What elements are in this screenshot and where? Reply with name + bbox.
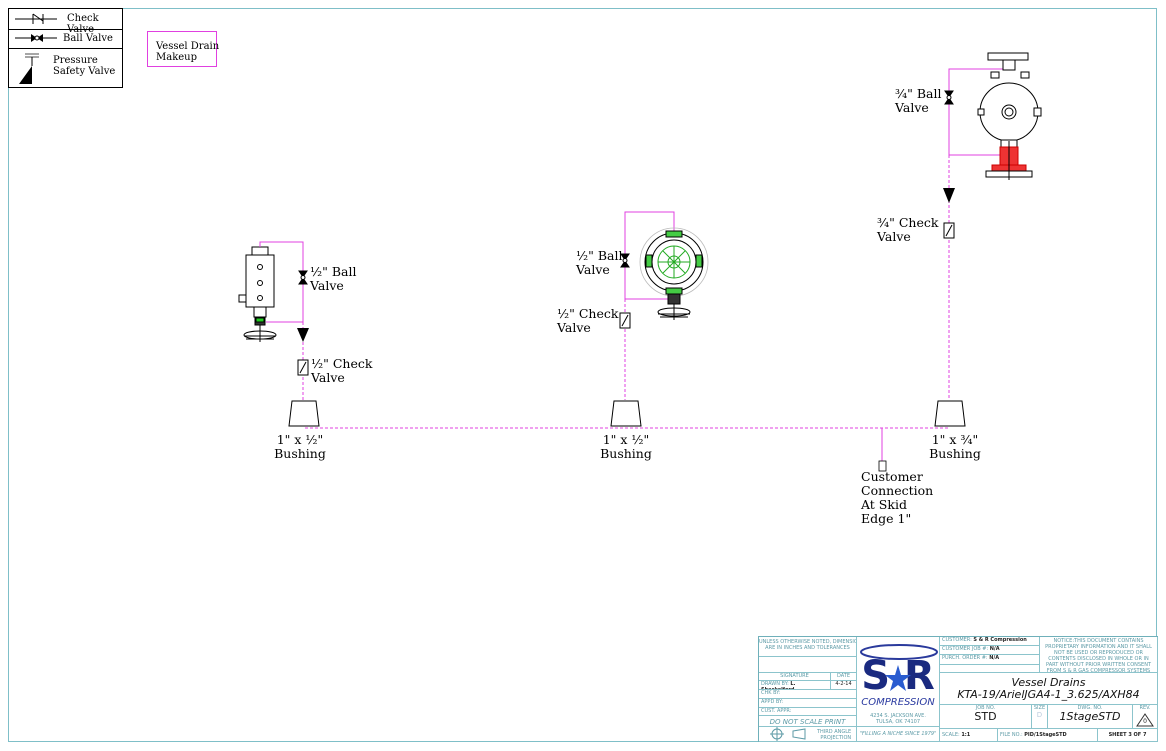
file-no-cell: FILE NO.: PID/1StageSTD bbox=[998, 729, 1098, 742]
vessel-drain-makeup-legend: Vessel Drain Makeup bbox=[147, 31, 219, 67]
tolerance-table bbox=[759, 657, 857, 673]
mid-ball-valve-label: ½" Ball Valve bbox=[576, 248, 623, 277]
left-check-valve bbox=[297, 359, 309, 376]
drawn-by-label: DRAWN BY: bbox=[761, 681, 789, 687]
right-check-valve-label: ¾" Check Valve bbox=[877, 215, 939, 244]
company-logo-cell: S R COMPRESSION 4234 S. JACKSON AVE. TUL… bbox=[857, 637, 940, 727]
rev-cell: REV. 0 bbox=[1133, 705, 1158, 729]
left-drain-top bbox=[259, 241, 304, 323]
customer-label: CUSTOMER: bbox=[942, 637, 972, 643]
do-not-scale: DO NOT SCALE PRINT bbox=[759, 716, 857, 727]
scale-label: SCALE: bbox=[942, 732, 960, 738]
left-ball-valve bbox=[298, 270, 308, 285]
company-slogan: "FILLING A NICHE SINCE 1979" bbox=[857, 727, 940, 742]
title-block: UNLESS OTHERWISE NOTED, DIMENSIONS ARE I… bbox=[758, 636, 1158, 742]
job-no-cell: JOB NO. STD bbox=[940, 705, 1032, 729]
purch-order-value: N/A bbox=[989, 655, 1000, 661]
mid-bushing bbox=[610, 400, 642, 427]
customer-connection-stub bbox=[878, 460, 887, 472]
drawing-frame bbox=[8, 8, 1157, 742]
left-check-valve-label: ½" Check Valve bbox=[311, 356, 373, 385]
right-bushing-label: 1" x ¾" Bushing bbox=[929, 432, 981, 461]
proprietary-notice: NOTICE:THIS DOCUMENT CONTAINS PROPRIETAR… bbox=[1040, 637, 1158, 673]
sheet-number: SHEET 3 OF 7 bbox=[1098, 729, 1158, 742]
job-no-label: JOB NO. bbox=[975, 705, 996, 711]
appd-by: APPD BY: bbox=[759, 699, 857, 708]
right-flow-arrow bbox=[943, 188, 955, 203]
left-flow-arrow bbox=[297, 328, 309, 342]
right-ball-valve bbox=[944, 90, 954, 105]
date-header: DATE bbox=[831, 673, 857, 681]
rev-value: 0 bbox=[1143, 718, 1147, 725]
left-vessel bbox=[238, 246, 277, 342]
left-bushing-label: 1" x ½" Bushing bbox=[274, 432, 326, 461]
snr-logo-icon: S R bbox=[860, 644, 938, 699]
scale-value: 1:1 bbox=[961, 732, 971, 738]
drawn-by-cell: DRAWN BY: L. Shackelford bbox=[759, 681, 831, 690]
drawing-title: Vessel Drains bbox=[1011, 676, 1086, 689]
blank-cell bbox=[940, 665, 1040, 673]
drawn-by-value: L. Shackelford bbox=[761, 681, 796, 690]
customer-job-cell: CUSTOMER JOB #: N/A bbox=[940, 646, 1040, 655]
right-check-valve bbox=[943, 222, 955, 239]
legend-check-label: Check Valve bbox=[67, 13, 99, 35]
mid-vessel bbox=[639, 227, 709, 320]
right-vessel bbox=[977, 52, 1042, 180]
purch-order-label: PURCH. ORDER #: bbox=[942, 655, 988, 661]
drawn-date: 4-2-14 bbox=[831, 681, 857, 690]
mid-check-valve-label: ½" Check Valve bbox=[557, 306, 619, 335]
rev-triangle-icon bbox=[1136, 713, 1154, 727]
legend-psv-label: Pressure Safety Valve bbox=[53, 55, 116, 77]
drawing-subtitle: KTA-19/ArielJGA4-1_3.625/AXH84 bbox=[957, 688, 1140, 701]
left-bushing bbox=[288, 400, 320, 427]
symbol-legend: Check Valve Ball Valve Pressure Safety V… bbox=[8, 8, 123, 88]
projection-label: THIRD ANGLE PROJECTION bbox=[817, 729, 852, 741]
chk-by: CHK BY: bbox=[759, 690, 857, 699]
check-valve-symbol-icon bbox=[15, 13, 57, 24]
right-bushing bbox=[934, 400, 966, 427]
dwg-no-label: DWG. NO. bbox=[1077, 705, 1103, 711]
customer-value: S & R Compression bbox=[973, 637, 1027, 643]
third-angle-projection-icon bbox=[770, 727, 806, 741]
projection-cell: THIRD ANGLE PROJECTION bbox=[759, 727, 857, 742]
mid-drain-top bbox=[624, 211, 675, 300]
customer-connection-label: Customer Connection At Skid Edge 1" bbox=[861, 469, 934, 526]
legend-ball-label: Ball Valve bbox=[63, 33, 113, 44]
left-ball-valve-label: ½" Ball Valve bbox=[310, 264, 357, 293]
legend-row-ball: Ball Valve bbox=[9, 29, 122, 49]
ball-valve-symbol-icon bbox=[15, 34, 57, 42]
purch-order-cell: PURCH. ORDER #: N/A bbox=[940, 655, 1040, 665]
mid-bushing-label: 1" x ½" Bushing bbox=[600, 432, 652, 461]
rev-label: REV. bbox=[1139, 705, 1151, 711]
company-name: COMPRESSION bbox=[861, 697, 935, 708]
dwg-no-value: 1StageSTD bbox=[1059, 710, 1121, 723]
dwg-no-cell: DWG. NO. 1StageSTD bbox=[1048, 705, 1133, 729]
scale-cell: SCALE: 1:1 bbox=[940, 729, 998, 742]
job-no-value: STD bbox=[974, 710, 997, 723]
company-address: 4234 S. JACKSON AVE. TULSA, OK 74107 bbox=[870, 713, 926, 725]
size-label: SIZE bbox=[1033, 705, 1046, 711]
legend-row-check: Check Valve bbox=[9, 9, 122, 35]
drawing-title-cell: Vessel Drains KTA-19/ArielJGA4-1_3.625/A… bbox=[940, 673, 1158, 705]
customer-cell: CUSTOMER: S & R Compression bbox=[940, 637, 1040, 646]
size-cell: SIZE D bbox=[1032, 705, 1048, 729]
file-no-label: FILE NO.: bbox=[1000, 732, 1023, 738]
tolerance-note: UNLESS OTHERWISE NOTED, DIMENSIONS ARE I… bbox=[759, 637, 857, 657]
file-no-value: PID/1StageSTD bbox=[1024, 732, 1067, 738]
psv-symbol-icon bbox=[19, 53, 39, 84]
size-value: D bbox=[1036, 711, 1043, 719]
signature-header: SIGNATURE bbox=[759, 673, 831, 681]
cust-appr: CUST. APPR: bbox=[759, 708, 857, 716]
mid-ball-valve bbox=[620, 253, 630, 268]
customer-job-label: CUSTOMER JOB #: bbox=[942, 646, 989, 652]
right-ball-valve-label: ¾" Ball Valve bbox=[895, 86, 942, 115]
customer-job-value: N/A bbox=[989, 646, 1000, 652]
mid-check-valve bbox=[619, 312, 631, 329]
